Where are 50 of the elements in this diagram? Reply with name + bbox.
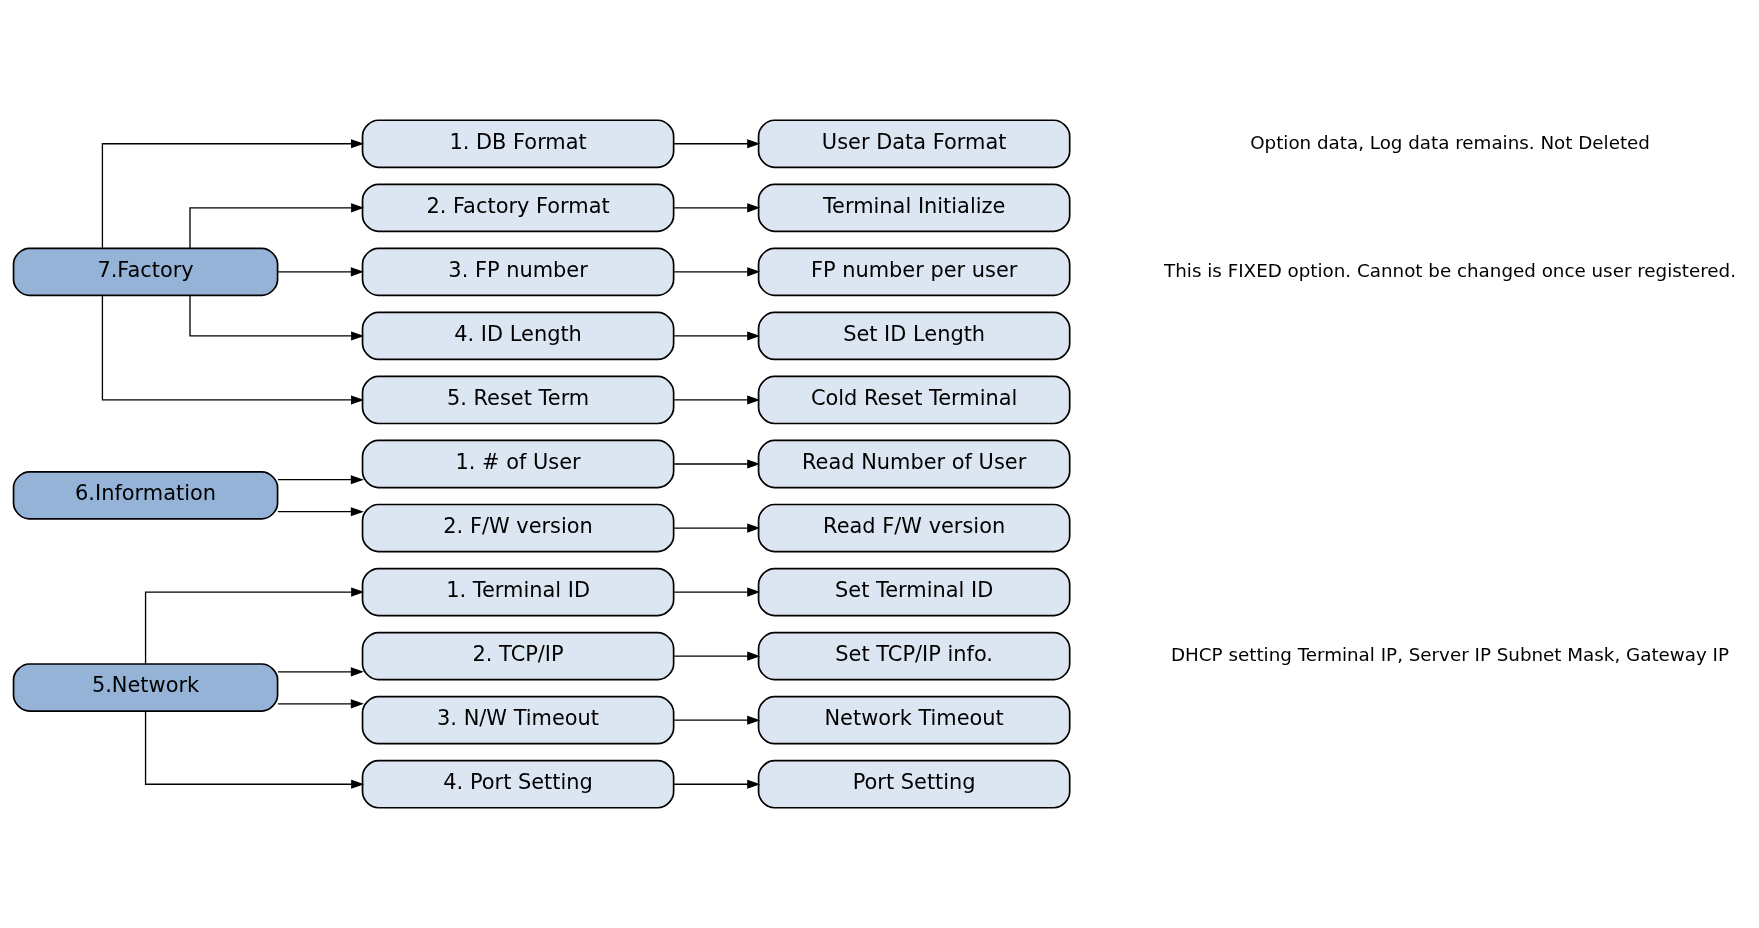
arrow: [673, 267, 761, 277]
node-box: Set ID Length: [757, 311, 1071, 361]
node-box: 1. DB Format: [361, 119, 675, 169]
node-box: 3. FP number: [361, 247, 675, 297]
arrow: [277, 475, 364, 485]
node-box: FP number per user: [757, 247, 1071, 297]
arrow: [101, 139, 365, 249]
node-box: Terminal Initialize: [757, 183, 1071, 233]
node-box: 1. Terminal ID: [361, 567, 675, 617]
node-box: 3. N/W Timeout: [361, 695, 675, 745]
arrow: [673, 459, 761, 469]
node-box: Port Setting: [757, 759, 1071, 809]
arrow: [673, 523, 761, 533]
arrow: [673, 651, 761, 661]
node-box: 7.Factory: [12, 247, 279, 297]
node-box: 1. # of User: [361, 439, 675, 489]
arrow: [277, 507, 364, 517]
node-box: Read Number of User: [757, 439, 1071, 489]
node-box: Set Terminal ID: [757, 567, 1071, 617]
node-box: 2. Factory Format: [361, 183, 675, 233]
arrow: [277, 667, 364, 677]
arrow: [189, 203, 365, 249]
node-box: 5. Reset Term: [361, 375, 675, 425]
node-box: User Data Format: [757, 119, 1071, 169]
label: Option data, Log data remains. Not Deleted: [1250, 131, 1650, 153]
arrow: [673, 779, 761, 789]
node-box: 4. Port Setting: [361, 759, 675, 809]
arrow: [673, 715, 761, 725]
arrow: [189, 295, 365, 341]
node-box: 5.Network: [12, 663, 279, 712]
arrow: [144, 587, 365, 665]
arrow: [673, 395, 761, 405]
node-box: Set TCP/IP info.: [757, 631, 1071, 681]
arrow: [144, 710, 365, 789]
label: DHCP setting Terminal IP, Server IP Subnet Mask, Gateway IP: [1171, 643, 1730, 665]
node-box: 6.Information: [12, 471, 279, 520]
arrow: [277, 699, 364, 709]
node-box: Read F/W version: [757, 503, 1071, 553]
node-box: 2. F/W version: [361, 503, 675, 553]
node-box: Cold Reset Terminal: [757, 375, 1071, 425]
arrow: [673, 203, 761, 213]
arrow: [277, 267, 364, 277]
arrow: [673, 587, 761, 597]
node-box: 4. ID Length: [361, 311, 675, 361]
arrow: [673, 331, 761, 341]
arrow: [101, 295, 365, 405]
node-box: 2. TCP/IP: [361, 631, 675, 681]
node-box: Network Timeout: [757, 695, 1071, 745]
arrow: [673, 139, 761, 149]
label: This is FIXED option. Cannot be changed once user registered.: [1164, 259, 1736, 281]
